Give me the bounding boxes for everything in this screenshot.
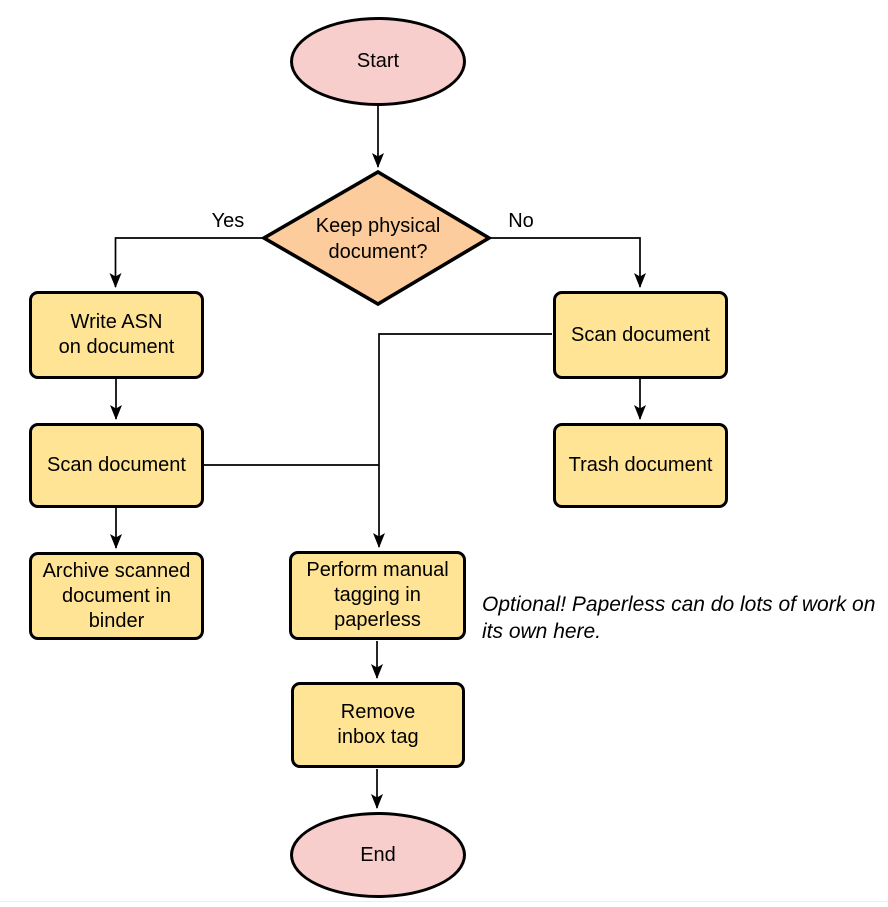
node-trash-label: Trash document (568, 454, 713, 476)
node-start-label: Start (356, 50, 400, 72)
node-decision-label: Keep physical document? (315, 215, 441, 263)
node-tagging-label: Perform manual tagging in paperless (306, 559, 449, 631)
node-archive: Archive scanned document in binder (29, 552, 204, 640)
node-scan-right-label: Scan document (571, 323, 710, 346)
node-scan-right: Scan document (553, 291, 728, 379)
edge-label-no: No (508, 210, 534, 232)
decision-diamond-shape (260, 169, 493, 307)
node-remove-tag-label: Remove inbox tag (337, 701, 419, 748)
node-scan-left: Scan document (29, 423, 204, 508)
edge-scanright-tagging (373, 333, 552, 548)
edge-decision-yes (109, 237, 263, 288)
annotation-optional-note: Optional! Paperless can do lots of work … (482, 593, 876, 643)
node-start: Start (290, 17, 466, 106)
node-scan-left-label: Scan document (47, 454, 186, 476)
node-write-asn-label: Write ASN on document (58, 311, 175, 358)
node-remove-tag: Remove inbox tag (291, 682, 465, 768)
node-trash: Trash document (553, 423, 728, 508)
edge-label-yes: Yes (211, 210, 245, 232)
page-bottom-divider (0, 901, 888, 902)
node-tagging: Perform manual tagging in paperless (289, 551, 466, 640)
node-write-asn: Write ASN on document (29, 291, 204, 379)
edge-decision-no (490, 237, 646, 288)
node-end-label: End (360, 843, 396, 866)
node-archive-label: Archive scanned document in binder (42, 559, 191, 632)
node-end: End (290, 812, 466, 898)
